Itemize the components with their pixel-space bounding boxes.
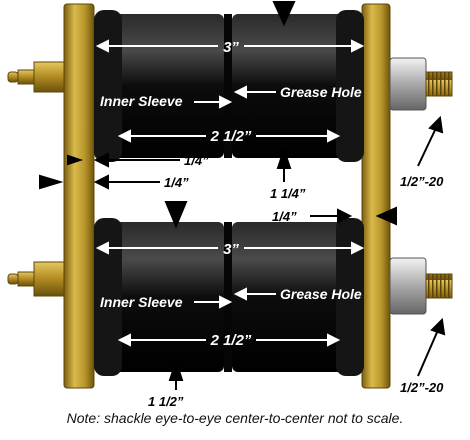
thread-bottom-label: 1/2”-20 [400,380,444,395]
top-inner-sleeve-label: Inner Sleeve [100,93,183,109]
bottom-width-label: 3” [223,241,239,258]
footnote: Note: shackle eye-to-eye center-to-cente… [66,410,404,426]
bottom-grease-fitting-icon [7,261,65,297]
top-nut-icon [389,57,453,111]
top-grease-fitting-icon [7,61,65,93]
dimension-arrows [95,39,365,347]
bottom-nut-icon [389,257,453,315]
right-side-plate [361,3,391,389]
quarter-inch-label-a: 1/4” [184,153,209,168]
top-grease-hole-label: Grease Hole [280,84,362,100]
bottom-inner-width-label: 2 1/2” [210,332,252,349]
top-diameter-label: 1 1/4” [270,186,306,201]
outline-arrows [39,0,446,390]
bottom-diameter-label: 1 1/2” [148,394,184,409]
quarter-inch-label-b: 1/4” [164,175,189,190]
left-side-plate [63,3,95,389]
top-inner-width-label: 2 1/2” [210,128,252,145]
quarter-inch-label-c: 1/4” [272,209,297,224]
bottom-grease-hole-label: Grease Hole [280,286,362,302]
thread-top-label: 1/2”-20 [400,174,444,189]
top-width-label: 3” [223,39,239,56]
bottom-inner-sleeve-label: Inner Sleeve [100,294,183,310]
top-bushing [94,10,364,162]
